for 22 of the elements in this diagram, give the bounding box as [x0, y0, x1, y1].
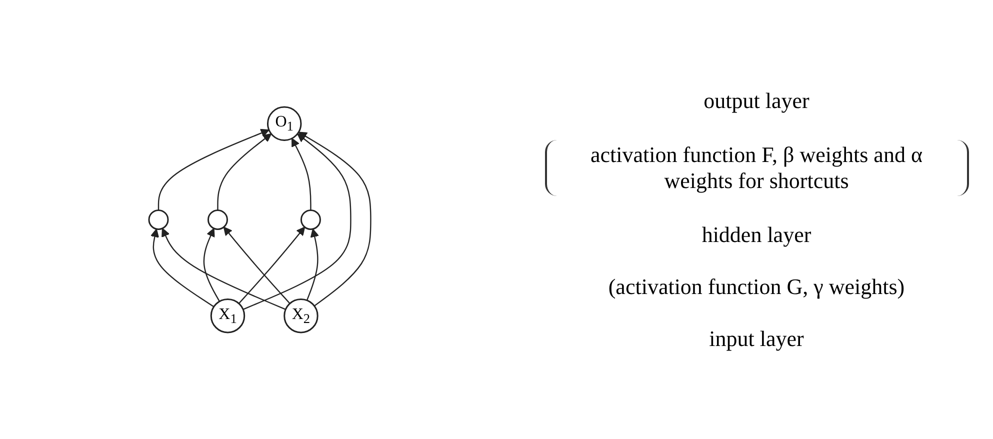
bracketed-note: activation function F, β weights and α weights for shortcuts [544, 140, 968, 196]
node-circle: X$_{2}$ [284, 298, 318, 333]
node-circle [148, 209, 169, 230]
arrow [224, 226, 290, 304]
arrow [162, 228, 286, 310]
node-circle: X$_{1}$ [210, 298, 246, 333]
arrow [306, 228, 320, 300]
arrow [292, 138, 312, 210]
node-circle [300, 209, 322, 230]
arrow [150, 228, 214, 308]
arrow [204, 228, 220, 302]
arrow [158, 128, 270, 210]
layer-label: (activation function G, γ weights) [608, 274, 905, 300]
node-circle [208, 209, 228, 230]
layer-label: input layer [709, 326, 804, 352]
arrow [298, 132, 372, 306]
layer-label: hidden layer [702, 222, 812, 248]
arrow [238, 226, 306, 304]
layer-label: output layer [704, 88, 810, 114]
node-circle: O$_{1}$ [267, 106, 302, 141]
arrow [217, 133, 272, 210]
arrow [242, 133, 352, 310]
